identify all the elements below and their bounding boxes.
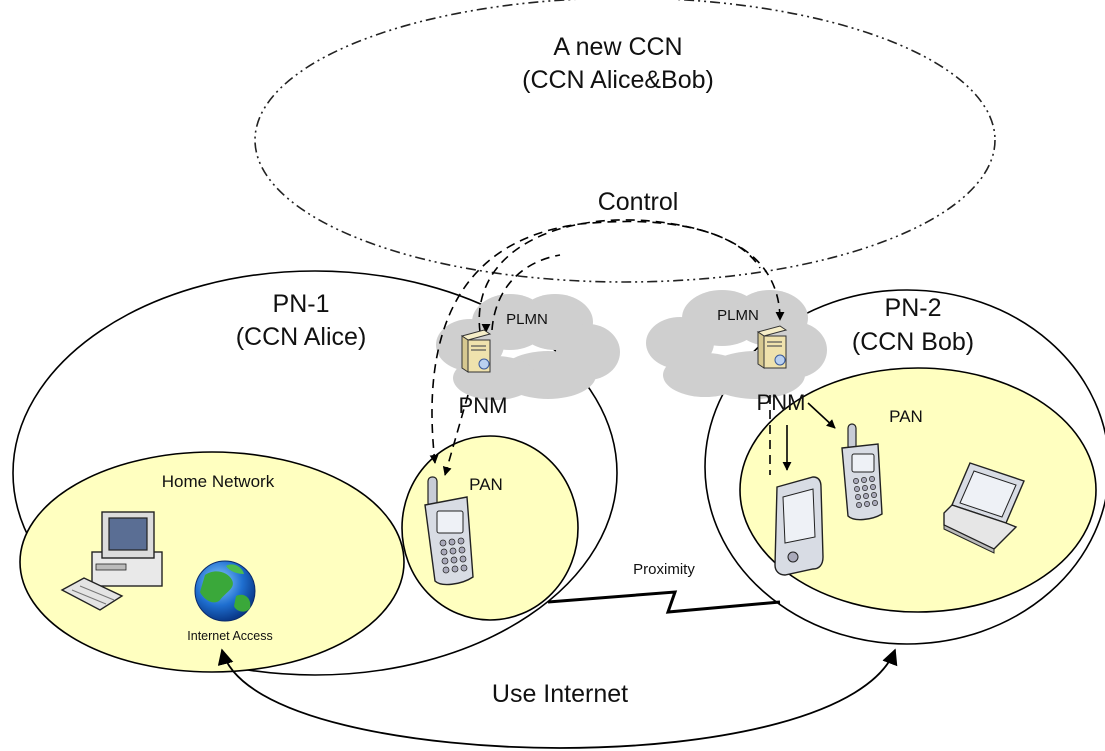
cloud-icon (646, 290, 827, 399)
pn2-subtitle: (CCN Bob) (852, 328, 974, 356)
pn2-boundary (704, 289, 1105, 645)
internet-access-label: Internet Access (187, 629, 272, 643)
pan-right-area (739, 367, 1097, 613)
phone-icon (841, 423, 883, 521)
home-network-label: Home Network (162, 472, 275, 491)
plmn-right-label: PLMN (717, 307, 759, 324)
use-internet-label: Use Internet (492, 680, 628, 708)
pan-left-label: PAN (469, 475, 503, 494)
proximity-link (547, 590, 781, 614)
ccn-alice-bob-subtitle: (CCN Alice&Bob) (522, 66, 714, 94)
pn1-subtitle: (CCN Alice) (236, 323, 367, 351)
globe-icon (194, 560, 256, 622)
proximity-label: Proximity (633, 561, 695, 578)
use-internet-arrow (217, 648, 898, 749)
plmn-left-label: PLMN (506, 311, 548, 328)
pn1-title: PN-1 (273, 290, 330, 318)
home-network-area (19, 451, 405, 673)
computer-icon (60, 511, 163, 611)
phone-icon (424, 476, 474, 586)
ccn-alice-bob-title: A new CCN (553, 33, 682, 61)
pnm-left-label: PNM (459, 393, 508, 418)
ccn-alice-bob-boundary (254, 0, 996, 283)
pnm-pan-links (782, 402, 836, 471)
pda-icon (774, 476, 824, 576)
pn1-boundary (12, 270, 618, 676)
pnm-right-label: PNM (757, 390, 806, 415)
server-icon (756, 325, 788, 369)
pan-right-label: PAN (889, 407, 923, 426)
control-label: Control (598, 188, 679, 216)
laptop-icon (943, 462, 1025, 554)
server-icon (460, 329, 492, 373)
pn2-title: PN-2 (885, 294, 942, 322)
